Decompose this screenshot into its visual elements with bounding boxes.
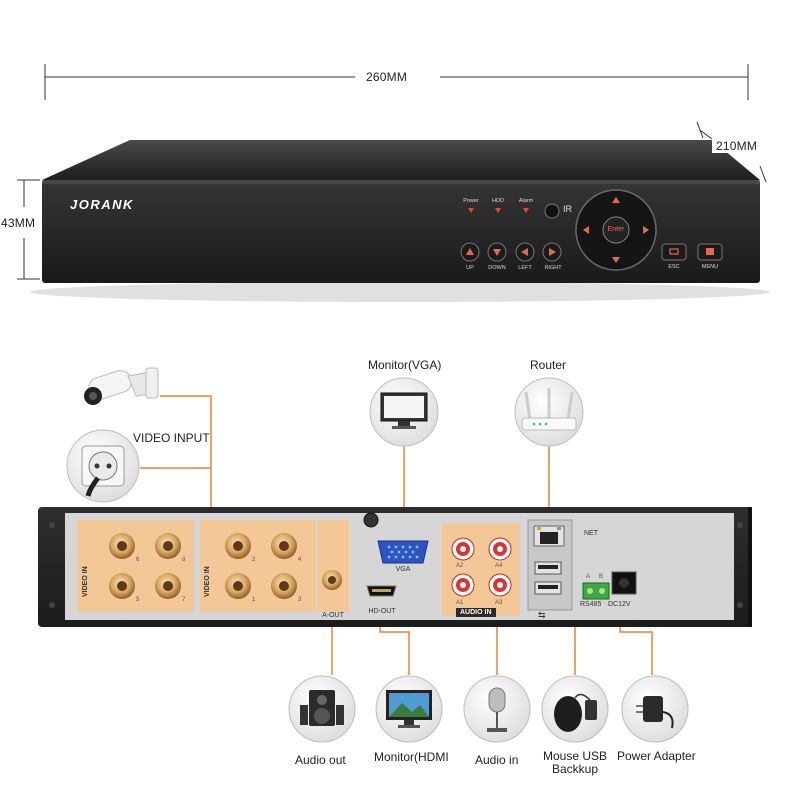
dc12v-label: DC12V <box>608 601 631 608</box>
vga-label: VGA <box>395 566 411 573</box>
backup-caption: Backkup <box>551 762 599 776</box>
down-button[interactable] <box>488 243 506 261</box>
mouse-usb-caption: Mouse USB <box>542 749 608 763</box>
vga-monitor-icon <box>369 377 439 447</box>
ir-label: IR <box>563 204 572 214</box>
bnc-channel-6: 6 <box>136 557 140 563</box>
height-dimension-line <box>17 179 40 280</box>
audio-a1-label: A1 <box>456 600 464 606</box>
up-button[interactable] <box>461 243 479 261</box>
bnc-channel-4: 4 <box>298 557 302 563</box>
menu-button[interactable] <box>698 244 722 260</box>
width-dimension-line <box>44 64 749 100</box>
audio-a3-label: A3 <box>495 600 503 606</box>
depth-dimension-label: 210MM <box>712 139 762 153</box>
hdmi-monitor-icon <box>375 675 443 743</box>
video-in-label-right: VIDEO IN <box>204 566 211 597</box>
video-in-label-left: VIDEO IN <box>82 566 89 597</box>
rs485-b-label: B <box>599 574 604 580</box>
camera-icon <box>84 367 159 405</box>
enter-label: Enter <box>607 226 625 233</box>
hd-out-label: HD-OUT <box>368 608 396 615</box>
led-hdd-label: HDD <box>492 198 504 204</box>
speaker-icon <box>288 675 356 743</box>
esc-button[interactable] <box>662 244 686 260</box>
usb-symbol: ⇆ <box>538 610 546 620</box>
bnc-channel-1: 1 <box>252 597 256 603</box>
dvr-rear-view <box>38 507 752 627</box>
rs485-a-label: A <box>586 574 591 580</box>
right-label: RIGHT <box>544 265 562 271</box>
rs485-label: RS485 <box>580 601 602 608</box>
right-button[interactable] <box>543 243 561 261</box>
a-out-label: A-OUT <box>322 612 344 619</box>
bnc-channel-2: 2 <box>252 557 256 563</box>
mouse-icon <box>541 675 609 743</box>
router-icon <box>514 377 584 447</box>
menu-label: MENU <box>701 264 719 270</box>
microphone-icon <box>463 675 531 743</box>
down-label: DOWN <box>488 265 506 271</box>
bnc-channel-3: 3 <box>298 597 302 603</box>
led-alarm-label: Alarm <box>518 198 534 204</box>
width-dimension-label: 260MM <box>362 70 412 84</box>
audio-a4-label: A4 <box>495 563 503 569</box>
audio-in-caption: Audio in <box>475 753 519 767</box>
monitor-vga-caption: Monitor(VGA) <box>368 358 442 372</box>
brand-logo: JORANK <box>70 197 134 212</box>
power-adapter-icon <box>621 675 689 743</box>
esc-label: ESC <box>668 264 680 270</box>
left-button[interactable] <box>516 243 534 261</box>
height-dimension-label: 43MM <box>0 216 40 230</box>
left-label: LEFT <box>518 265 532 271</box>
monitor-hdmi-caption: Monitor(HDMI <box>374 750 449 764</box>
bnc-connectors-right <box>225 533 297 599</box>
power-outlet-icon <box>66 429 140 503</box>
video-input-caption: VIDEO INPUT <box>133 431 210 445</box>
dvr-front-view <box>30 140 770 302</box>
bnc-connectors-left <box>109 533 181 599</box>
rca-connectors <box>451 537 512 597</box>
router-caption: Router <box>530 358 567 372</box>
up-label: UP <box>466 265 474 271</box>
net-label: NET <box>584 530 598 537</box>
led-power-label: Power <box>463 198 479 204</box>
audio-out-caption: Audio out <box>295 753 346 767</box>
audio-a2-label: A2 <box>456 563 464 569</box>
bnc-channel-8: 8 <box>182 557 186 563</box>
bnc-channel-7: 7 <box>182 597 186 603</box>
audio-in-port-label: AUDIO IN <box>456 608 496 617</box>
power-adapter-caption: Power Adapter <box>617 749 696 763</box>
depth-dimension-line <box>696 121 767 183</box>
bnc-channel-5: 5 <box>136 597 140 603</box>
